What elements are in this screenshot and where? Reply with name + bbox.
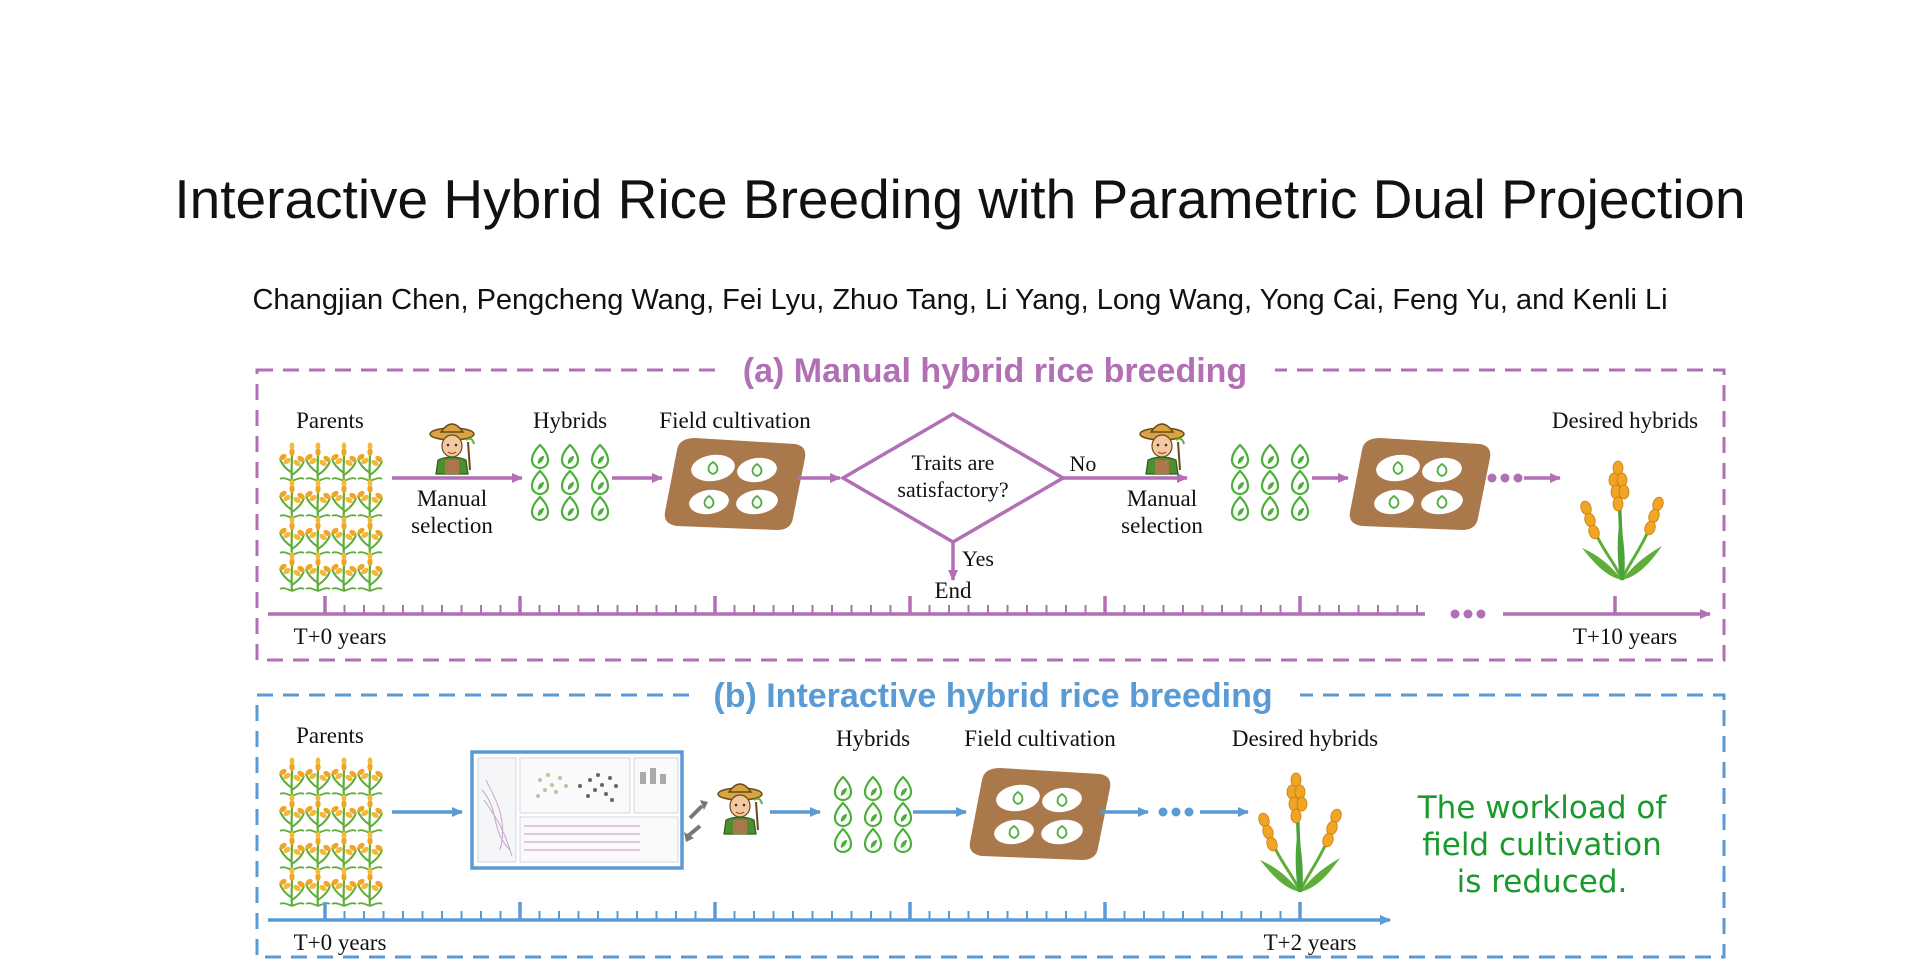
parents-label-b: Parents [296,723,364,748]
rice-plant-icon [277,756,385,908]
rice-stalk-icon [1255,771,1345,894]
manual-selection-b-label-line1: Manual [1127,486,1197,511]
farmer-icon [429,423,475,475]
interface-screenshot-icon [470,750,684,870]
seed-icon [835,777,911,852]
timeline-b-end: T+2 years [1264,930,1357,955]
seed-icon [1232,445,1308,520]
note-line2: field cultivation [1422,827,1662,863]
field-cultivation-label: Field cultivation [659,408,811,433]
yes-label: Yes [962,546,994,571]
timeline-a-start: T+0 years [294,624,387,649]
rice-stalk-icon [1577,459,1667,582]
author-list: Changjian Chen, Pengcheng Wang, Fei Lyu,… [252,284,1668,316]
decision-label-line1: Traits are [912,450,995,475]
hybrids-label-b: Hybrids [836,726,910,751]
timeline-a-dots [1450,609,1486,619]
note-line1: The workload of [1417,790,1668,826]
timeline-a-ticks [323,596,1617,614]
desired-hybrids-label: Desired hybrids [1552,408,1698,433]
page-title: Interactive Hybrid Rice Breeding with Pa… [174,168,1746,230]
end-label: End [934,578,972,603]
ellipsis-dots [1487,473,1523,483]
no-label: No [1070,451,1097,476]
field-cultivation-label-b: Field cultivation [964,726,1116,751]
field-plot-icon [663,437,807,531]
ellipsis-dots-b [1158,807,1194,817]
note-line3: is reduced. [1457,864,1628,900]
manual-selection-label-line1: Manual [417,486,487,511]
field-plot-icon [1348,437,1492,531]
refresh-arrows-icon [684,800,708,842]
rice-plant-icon [277,441,385,593]
parents-label: Parents [296,408,364,433]
farmer-icon [717,783,763,835]
timeline-b-start: T+0 years [294,930,387,955]
manual-selection-label-line2: selection [411,513,493,538]
hybrids-label: Hybrids [533,408,607,433]
decision-label-line2: satisfactory? [897,477,1008,502]
seed-icon [532,445,608,520]
timeline-a-end: T+10 years [1573,624,1677,649]
timeline-b-ticks [323,902,1302,920]
manual-selection-b-label-line2: selection [1121,513,1203,538]
desired-hybrids-label-b: Desired hybrids [1232,726,1378,751]
panel-a-heading: (a) Manual hybrid rice breeding [743,352,1247,390]
panel-b-heading: (b) Interactive hybrid rice breeding [713,677,1272,715]
field-plot-icon [968,767,1112,861]
farmer-icon [1139,423,1185,475]
